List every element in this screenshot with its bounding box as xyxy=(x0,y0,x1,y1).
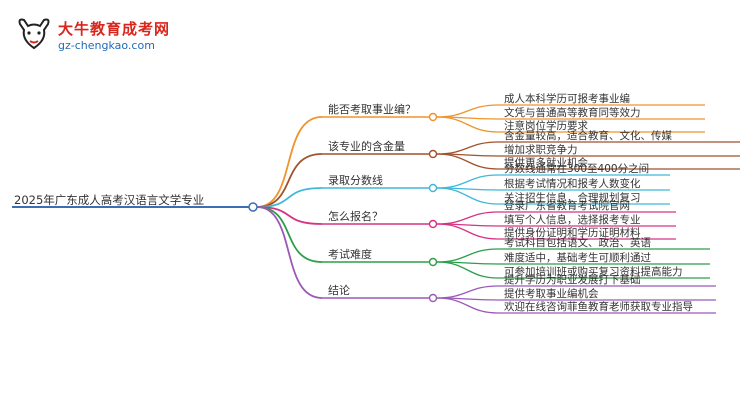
leaf-label: 根据考试情况和报考人数变化 xyxy=(504,177,641,190)
branch-label: 考试难度 xyxy=(328,247,372,261)
leaf-label: 提升学历为职业发展打下基础 xyxy=(504,273,641,286)
branch-label: 该专业的含金量 xyxy=(328,139,405,153)
branch-connector-dot xyxy=(428,293,438,303)
root-connector-dot xyxy=(248,202,258,212)
branch-connector-dot xyxy=(428,112,438,122)
branch-connector-dot xyxy=(428,149,438,159)
leaf-link xyxy=(436,211,499,225)
leaf-label: 难度适中，基础考生可顺利通过 xyxy=(504,251,651,264)
bull-logo-icon xyxy=(18,18,50,50)
root-node-label: 2025年广东成人高考汉语言文学专业 xyxy=(14,193,204,207)
leaf-label: 欢迎在线咨询菲鱼教育老师获取专业指导 xyxy=(504,300,693,313)
leaf-label: 文凭与普通高等教育同等效力 xyxy=(504,106,641,119)
leaf-link xyxy=(436,104,499,118)
mindmap-links xyxy=(12,104,740,314)
branch-link xyxy=(256,206,323,299)
brand-url: gz-chengkao.com xyxy=(58,39,155,52)
branch-link xyxy=(256,116,323,208)
leaf-label: 提供更多就业机会 xyxy=(504,156,588,169)
leaf-label: 考试科目包括语文、政治、英语 xyxy=(504,236,651,249)
leaf-label: 增加求职竞争力 xyxy=(504,143,578,156)
brand-logo: 大牛教育成考网 gz-chengkao.com xyxy=(14,14,234,54)
branch-label: 能否考取事业编？ xyxy=(328,102,416,116)
branch-connector-dot xyxy=(428,183,438,193)
branch-link xyxy=(256,187,323,208)
leaf-link xyxy=(436,174,499,189)
leaf-label: 可参加培训班或购买复习资料提高能力 xyxy=(504,265,683,278)
branch-connector-dot xyxy=(428,257,438,267)
leaf-link xyxy=(436,261,499,279)
leaf-link xyxy=(436,223,499,240)
leaf-link xyxy=(436,141,499,155)
brand-name: 大牛教育成考网 xyxy=(58,20,171,38)
leaf-link xyxy=(436,153,499,170)
leaf-link xyxy=(436,285,499,299)
leaf-label: 含金量较高，适合教育、文化、传媒 xyxy=(504,129,672,142)
mindmap-nodes: 2025年广东成人高考汉语言文学专业 能否考取事业编？ 成人本科学历可报考事业编文凭… xyxy=(14,92,693,313)
leaf-label: 登录广东省教育考试院官网 xyxy=(504,199,630,212)
branch-label: 录取分数线 xyxy=(328,173,383,187)
leaf-label: 分数线通常在300至400分之间 xyxy=(504,162,649,175)
leaf-link xyxy=(436,187,499,205)
leaf-label: 提供身份证明和学历证明材料 xyxy=(504,226,641,239)
leaf-link xyxy=(436,116,499,133)
leaf-label: 成人本科学历可报考事业编 xyxy=(504,92,630,105)
branch-label: 怎么报名？ xyxy=(328,209,383,223)
leaf-label: 注意岗位学历要求 xyxy=(504,119,588,132)
leaf-link xyxy=(436,297,499,314)
branch-link xyxy=(256,153,323,208)
branch-connector-dot xyxy=(428,219,438,229)
leaf-label: 关注招生信息，合理规划复习 xyxy=(504,191,641,204)
leaf-link xyxy=(436,248,499,263)
leaf-label: 填写个人信息，选择报考专业 xyxy=(504,213,641,226)
branch-link xyxy=(256,206,323,225)
leaf-label: 提供考取事业编机会 xyxy=(504,287,599,300)
branch-label: 结论 xyxy=(328,283,350,297)
